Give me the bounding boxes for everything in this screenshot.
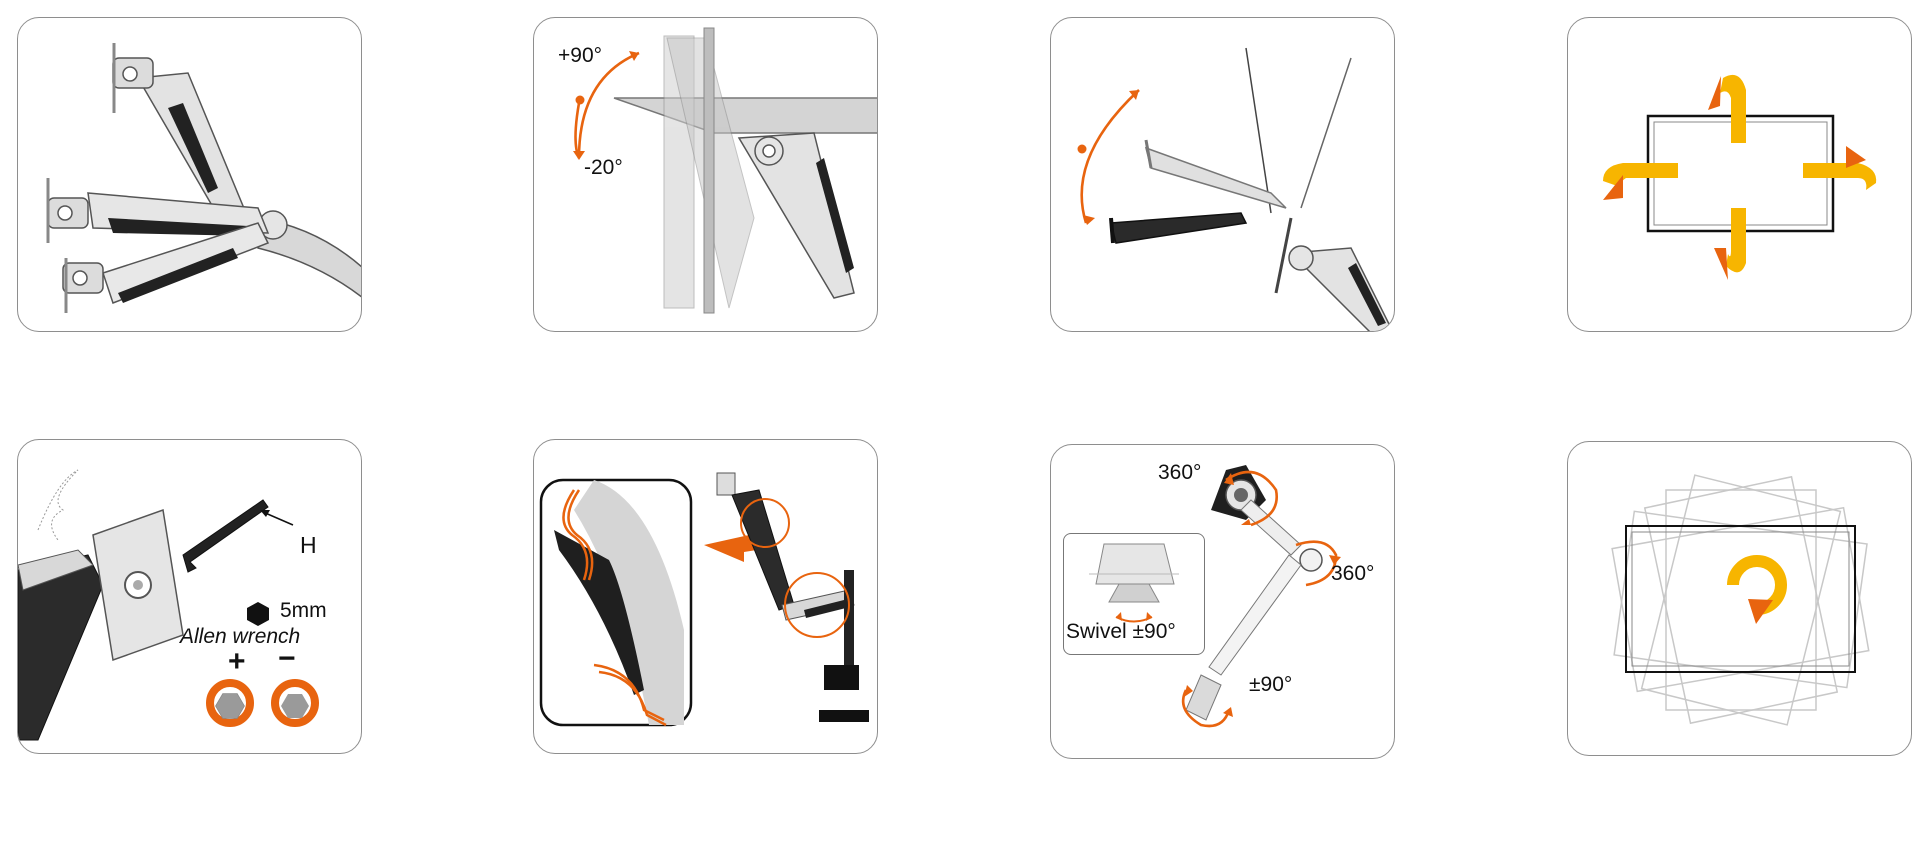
plus-sign: + bbox=[228, 645, 246, 678]
panel-four-way-rotate bbox=[1567, 17, 1912, 332]
rotation-icon bbox=[1611, 474, 1870, 726]
panel-height-adjust bbox=[17, 17, 362, 332]
swivel-mid-label: 360° bbox=[1331, 562, 1375, 585]
swivel-mechanism-icon bbox=[1089, 543, 1179, 623]
panel-cable-management bbox=[533, 439, 878, 754]
minus-sign: − bbox=[278, 642, 296, 675]
panel-rotation bbox=[1567, 441, 1912, 756]
panel-swivel: 360° 360° ±90° Swivel ±90° bbox=[1050, 444, 1395, 759]
panel-allen-wrench: H 5mm Allen wrench + − bbox=[17, 439, 362, 754]
monitor-arm-height-icon bbox=[46, 43, 361, 313]
swivel-bottom-label: ±90° bbox=[1249, 673, 1293, 696]
wrench-letter-label: H bbox=[300, 532, 317, 558]
wrench-size-label: 5mm bbox=[280, 599, 327, 622]
cable-management-icon bbox=[539, 472, 869, 727]
swivel-icon bbox=[1181, 465, 1341, 728]
allen-wrench-icon bbox=[18, 469, 319, 741]
wrench-name-label: Allen wrench bbox=[180, 625, 301, 648]
tilt-down-label: -20° bbox=[584, 156, 623, 179]
tilt-icon bbox=[573, 27, 877, 314]
swivel-inset: Swivel ±90° bbox=[1063, 533, 1205, 655]
four-way-rotate-icon bbox=[1603, 74, 1877, 280]
laptop-tray-tilt-icon bbox=[1077, 47, 1393, 331]
panel-tilt: +90° -20° bbox=[533, 17, 878, 332]
swivel-inset-label: Swivel ±90° bbox=[1066, 620, 1176, 643]
swivel-top-label: 360° bbox=[1158, 461, 1202, 484]
tilt-up-label: +90° bbox=[558, 44, 603, 67]
panel-laptop-tray bbox=[1050, 17, 1395, 332]
